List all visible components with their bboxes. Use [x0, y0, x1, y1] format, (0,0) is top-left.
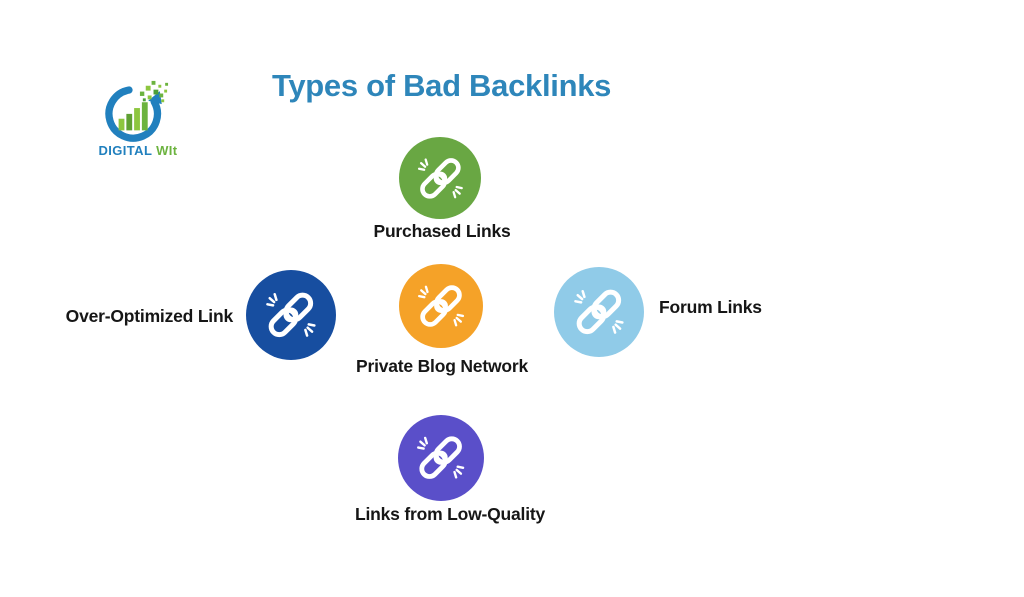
brand-name-digital: DIGITAL [98, 143, 153, 158]
forum-links-label: Forum Links [659, 297, 762, 317]
broken-link-icon [417, 436, 465, 480]
private-blog-network-circle [399, 264, 483, 348]
forum-links-circle [554, 267, 644, 357]
links-from-low-quality-circle [398, 415, 484, 501]
broken-link-icon [417, 157, 463, 199]
broken-link-icon [417, 285, 465, 327]
over-optimized-link-circle [246, 270, 336, 360]
brand-logo: DIGITAL WIt [94, 78, 182, 158]
brand-name: DIGITAL WIt [94, 143, 182, 158]
brand-name-wit: WIt [156, 143, 178, 158]
digital-wit-logo-icon [105, 80, 169, 142]
purchased-links-label: Purchased Links [373, 221, 511, 241]
private-blog-network-label: Private Blog Network [355, 356, 529, 376]
broken-link-icon [266, 292, 316, 338]
purchased-links-circle [399, 137, 481, 219]
page-title: Types of Bad Backlinks [272, 68, 612, 103]
broken-link-icon [574, 289, 624, 335]
links-from-low-quality-label: Links from Low-Quality [354, 504, 546, 524]
over-optimized-link-label: Over-Optimized Link [65, 306, 234, 326]
